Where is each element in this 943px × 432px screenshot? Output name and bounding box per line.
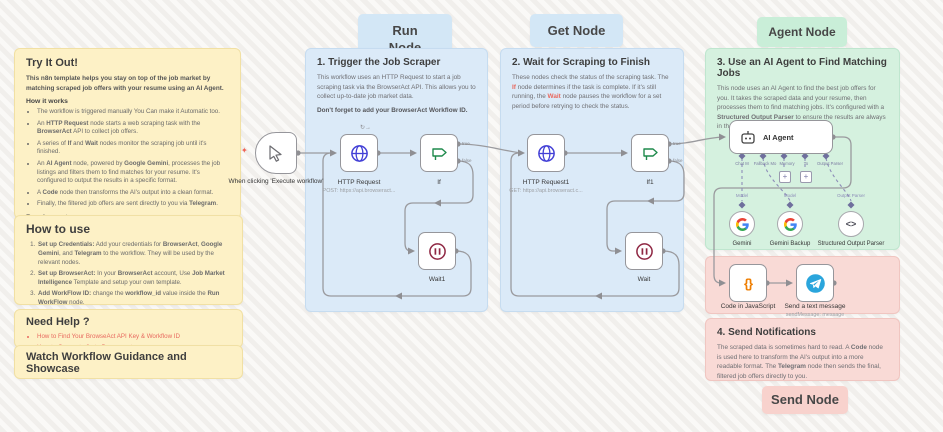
- node-label-code: Code in JavaScript: [720, 303, 776, 310]
- node-structured-output-parser[interactable]: <>: [838, 211, 864, 237]
- node-label-wait1: Wait1: [428, 276, 446, 283]
- note-title: How to use: [26, 222, 91, 236]
- node-label-gemini-backup: Gemini Backup: [769, 241, 811, 247]
- list-item: Finally, the filtered job offers are sen…: [37, 200, 229, 209]
- note-title: Need Help ?: [26, 316, 90, 328]
- link-label-output-parser: Output Parser: [836, 193, 865, 198]
- note-body: This workflow uses an HTTP Request to st…: [317, 74, 476, 101]
- sparkle-icon: ✦: [241, 146, 248, 155]
- sticky-section-4[interactable]: 4. Send Notifications The scraped data i…: [705, 318, 900, 381]
- if-branch-icon: [643, 148, 658, 160]
- node-label-wait: Wait: [637, 276, 651, 283]
- list-item: A series of If and Wait nodes monitor th…: [37, 140, 229, 158]
- telegram-icon: [805, 273, 825, 293]
- node-subtitle-http-request1: GET: https://api.browseract.c...: [509, 188, 583, 194]
- node-http-request[interactable]: [340, 134, 378, 172]
- note-intro: This n8n template helps you stay on top …: [26, 75, 224, 92]
- link-label-model: Model: [783, 193, 797, 198]
- node-label-if1: If1: [646, 179, 654, 186]
- note-title: 2. Wait for Scraping to Finish: [512, 57, 650, 68]
- list-item: The workflow is triggered manually You C…: [37, 108, 229, 117]
- note-body: These nodes check the status of the scra…: [512, 74, 669, 110]
- node-wait1[interactable]: [418, 232, 456, 270]
- globe-icon: [537, 144, 555, 162]
- note-title: 3. Use an AI Agent to Find Matching Jobs: [717, 57, 887, 79]
- node-label-trigger: When clicking 'Execute workflow': [228, 178, 324, 185]
- robot-icon: [741, 131, 755, 144]
- globe-icon: [350, 144, 368, 162]
- node-manual-trigger[interactable]: [255, 132, 297, 174]
- sticky-send-node[interactable]: Send Node: [762, 386, 848, 414]
- node-if1[interactable]: [631, 134, 669, 172]
- output-label-false: false: [673, 158, 683, 163]
- note-title: Watch Workflow Guidance and Showcase: [26, 351, 187, 375]
- list-item: An HTTP Request node starts a web scrapi…: [37, 120, 229, 138]
- port-label-output-parser: Output Parser: [816, 161, 844, 166]
- link-label-model: Model: [735, 193, 749, 198]
- port-label-chat-model: Chat M: [735, 161, 749, 166]
- sticky-how-to-use[interactable]: How to use Set up Credentials: Add your …: [14, 215, 243, 305]
- node-label-structured-output-parser: Structured Output Parser: [817, 241, 885, 247]
- port-label-memory: Memory: [779, 161, 795, 166]
- node-if[interactable]: [420, 134, 458, 172]
- cursor-icon: [268, 144, 282, 162]
- code-braces-icon: {}: [743, 275, 753, 291]
- node-telegram[interactable]: [796, 264, 834, 302]
- sticky-section-1[interactable]: 1. Trigger the Job Scraper This workflow…: [305, 48, 488, 312]
- node-label-http-request: HTTP Request: [337, 179, 381, 186]
- note-title: Try It Out!: [26, 57, 78, 69]
- google-gemini-icon: [735, 217, 749, 231]
- node-gemini[interactable]: [729, 211, 755, 237]
- if-branch-icon: [432, 148, 447, 160]
- note-footer: Don't forget to add your BrowserAct Work…: [317, 106, 468, 114]
- node-ai-agent[interactable]: AI Agent: [729, 120, 833, 154]
- node-settings-icons: ↻→: [360, 125, 372, 131]
- node-http-request1[interactable]: [527, 134, 565, 172]
- sticky-agent-node[interactable]: Agent Node: [757, 17, 847, 47]
- sticky-need-help[interactable]: Need Help ? How to Find Your BrowseAct A…: [14, 309, 243, 348]
- how-to-use-steps: Set up Credentials: Add your credentials…: [26, 241, 231, 304]
- node-label-http-request1: HTTP Request1: [522, 179, 570, 186]
- sticky-watch-guidance[interactable]: Watch Workflow Guidance and Showcase Nev…: [14, 345, 243, 379]
- node-label-telegram: Send a text message: [784, 303, 846, 310]
- sticky-get-node[interactable]: Get Node: [530, 14, 623, 47]
- output-label-false: false: [462, 158, 472, 163]
- list-item: Set up Credentials: Add your credentials…: [37, 241, 231, 267]
- note-body: The scraped data is sometimes hard to re…: [717, 344, 883, 380]
- add-memory-button[interactable]: +: [779, 171, 791, 183]
- list-item: An AI Agent node, powered by Google Gemi…: [37, 160, 229, 186]
- note-title: 4. Send Notifications: [717, 327, 816, 338]
- node-gemini-backup[interactable]: [777, 211, 803, 237]
- pause-icon: [428, 242, 446, 260]
- how-it-works-heading: How it works: [26, 98, 68, 106]
- add-tool-button[interactable]: +: [800, 171, 812, 183]
- node-subtitle-telegram: sendMessage: message: [785, 312, 845, 318]
- node-label-ai-agent: AI Agent: [763, 132, 794, 142]
- help-link[interactable]: How to Find Your BrowseAct API Key & Wor…: [37, 333, 231, 342]
- output-label-true: true: [673, 141, 681, 146]
- list-item: Add WorkFlow ID: change the workflow_id …: [37, 290, 231, 304]
- port-label-tool: To: [803, 161, 809, 166]
- angle-brackets-icon: <>: [845, 219, 857, 229]
- sticky-try-it-out[interactable]: Try It Out! This n8n template helps you …: [14, 48, 241, 219]
- note-title: 1. Trigger the Job Scraper: [317, 57, 441, 68]
- port-label-fallback-model: Fallback Mo: [753, 161, 777, 166]
- node-code-in-javascript[interactable]: {}: [729, 264, 767, 302]
- list-item: Set up BrowserAct: In your BrowserAct ac…: [37, 270, 231, 288]
- google-gemini-icon: [783, 217, 797, 231]
- node-label-if: If: [437, 179, 441, 186]
- list-item: A Code node then transforms the AI's out…: [37, 189, 229, 198]
- how-it-works-list: The workflow is triggered manually You C…: [26, 108, 229, 208]
- node-label-gemini: Gemini: [732, 241, 752, 247]
- node-wait[interactable]: [625, 232, 663, 270]
- node-subtitle-http-request: POST: https://api.browseract...: [322, 188, 396, 194]
- pause-icon: [635, 242, 653, 260]
- output-label-true: true: [462, 141, 470, 146]
